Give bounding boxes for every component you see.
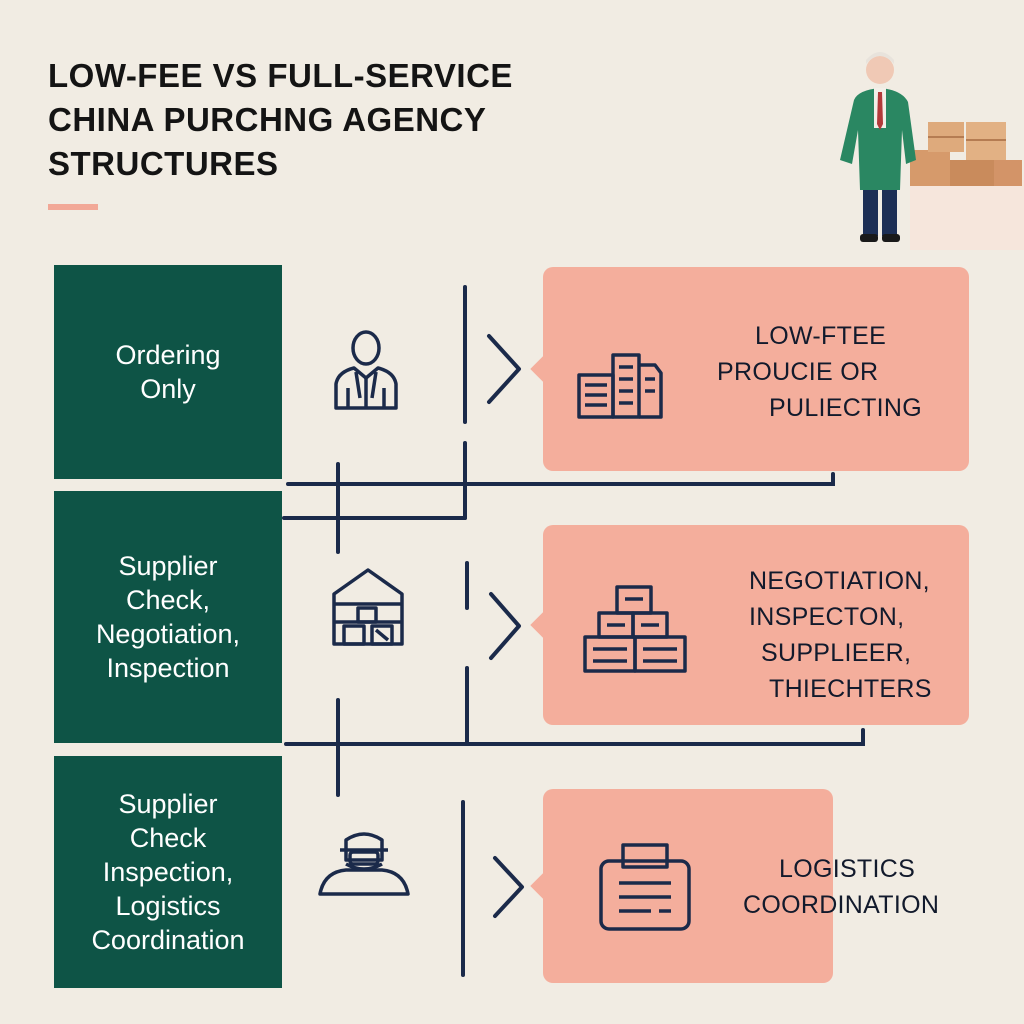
service-line: Coordination: [91, 925, 245, 955]
title-line-2: CHINA PURCHNG AGENCY: [48, 101, 487, 138]
service-line: Check,: [125, 585, 211, 615]
outcome-text-low-fee: LOW-FTEE PROUCIE OR PULIECTING: [717, 318, 922, 426]
service-line: Negotiation,: [95, 619, 241, 649]
title-line-3: STRUCTURES: [48, 145, 279, 182]
service-panel-supplier-check-negotiation: Supplier Check, Negotiation, Inspection: [54, 491, 282, 743]
agent-figure-icon: [840, 52, 916, 242]
page-title: LOW-FEE VS FULL-SERVICE CHINA PURCHNG AG…: [48, 54, 513, 186]
warehouse-icon: [332, 568, 404, 646]
service-line: Ordering: [115, 340, 221, 370]
outcome-line: LOGISTICS: [779, 855, 916, 883]
outcome-line: COORDINATION: [743, 891, 940, 919]
outcome-text-negotiation: NEGOTIATION, INSPECTON, SUPPLIEER, THIEC…: [749, 563, 932, 707]
inspector-icon: [318, 832, 410, 896]
outcome-text-logistics: LOGISTICS COORDINATION: [743, 851, 1003, 923]
service-line: Logistics: [115, 891, 221, 921]
outcome-panel-negotiation: NEGOTIATION, INSPECTON, SUPPLIEER, THIEC…: [530, 525, 969, 725]
outcome-line: NEGOTIATION,: [749, 567, 930, 595]
agent-with-boxes-illustration: [840, 52, 1024, 250]
service-panel-supplier-check-logistics: Supplier Check Inspection, Logistics Coo…: [54, 756, 282, 988]
arrow-right-icon: [487, 334, 521, 404]
person-icon: [334, 330, 398, 410]
outcome-line: THIECHTERS: [769, 675, 932, 703]
arrow-right-icon: [489, 592, 521, 660]
outcome-line: PULIECTING: [769, 394, 923, 422]
document-icon: [599, 843, 691, 931]
outcome-line: LOW-FTEE: [755, 322, 887, 350]
outcome-panel-logistics: LOGISTICS COORDINATION: [530, 789, 939, 983]
outcome-line: PROUCIE OR: [717, 358, 879, 386]
outcome-panel-low-fee: LOW-FTEE PROUCIE OR PULIECTING: [530, 267, 969, 471]
service-line: Inspection,: [102, 857, 234, 887]
outcome-line: SUPPLIEER,: [761, 639, 912, 667]
stacked-boxes-icon: [583, 585, 687, 673]
cardboard-boxes-icon: [910, 122, 1022, 186]
title-line-1: LOW-FEE VS FULL-SERVICE: [48, 57, 513, 94]
service-line: Inspection: [106, 653, 230, 683]
service-panel-ordering-only: Ordering Only: [54, 265, 282, 479]
buildings-icon: [577, 353, 663, 419]
service-line: Supplier: [118, 789, 218, 819]
outcome-line: INSPECTON,: [749, 603, 905, 631]
arrow-right-icon: [493, 856, 524, 918]
title-accent-bar: [48, 204, 98, 210]
service-line: Only: [140, 374, 196, 404]
service-line: Supplier: [118, 551, 218, 581]
service-line: Check: [129, 823, 207, 853]
